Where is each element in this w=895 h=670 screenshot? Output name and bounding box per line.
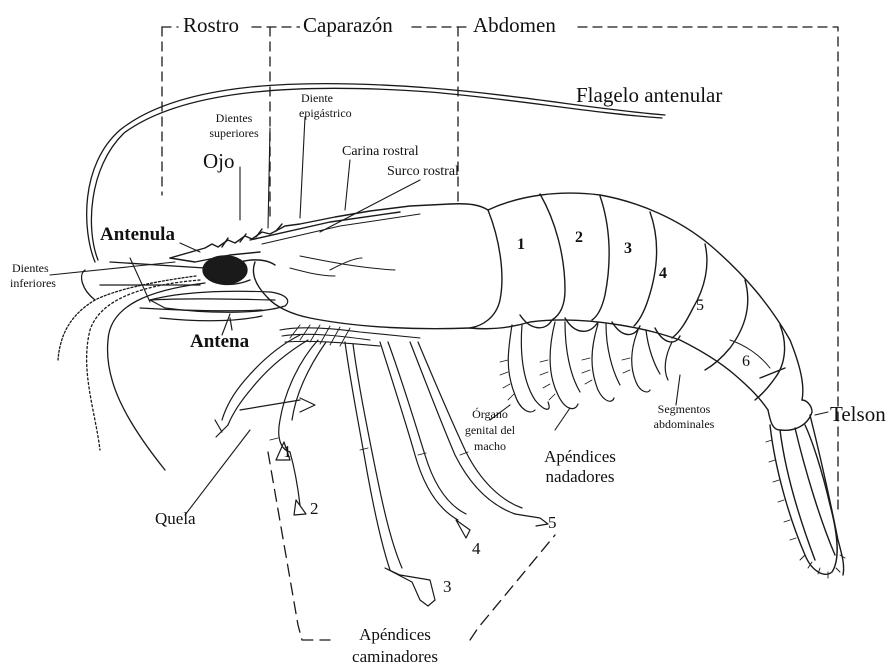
label-organo-line2: genital del (458, 424, 522, 438)
antennal-scale (140, 291, 288, 330)
segment-number-2: 2 (575, 230, 583, 247)
section-label-caparazon: Caparazón (300, 14, 396, 36)
label-segmentos-line1: Segmentos (646, 403, 722, 417)
label-telson: Telson (830, 403, 886, 425)
leg-number-2: 2 (310, 500, 319, 518)
segment-number-5: 5 (696, 298, 704, 315)
label-flagelo-antenular: Flagelo antenular (576, 84, 722, 106)
label-diente-epigastrico-line1: Diente (301, 92, 333, 106)
label-antenula: Antenula (100, 225, 175, 245)
label-ojo: Ojo (203, 150, 235, 172)
antennae (58, 84, 665, 470)
section-label-rostro: Rostro (180, 14, 242, 36)
label-quela: Quela (155, 510, 196, 528)
leg-number-3: 3 (443, 578, 452, 596)
leg-number-4: 4 (472, 540, 481, 558)
label-dientes-inferiores-line1: Dientes (12, 262, 49, 276)
label-apendices-nadadores-line2: nadadores (530, 468, 630, 486)
segment-number-1: 1 (517, 237, 525, 254)
label-antena: Antena (190, 332, 249, 352)
swimming-appendages (500, 322, 672, 412)
label-diente-epigastrico-line2: epigástrico (299, 107, 352, 121)
segment-number-4: 4 (659, 266, 667, 283)
label-apendices-nadadores-line1: Apéndices (530, 448, 630, 466)
label-apendices-caminadores-line1: Apéndices (340, 626, 450, 644)
section-label-abdomen: Abdomen (470, 14, 559, 36)
segment-number-3: 3 (624, 241, 632, 258)
label-carina-rostral: Carina rostral (342, 145, 419, 160)
label-dientes-superiores-line2: superiores (196, 127, 272, 141)
label-surco-rostral: Surco rostral (387, 165, 459, 180)
walking-legs-bracket (268, 452, 555, 640)
leg-number-1: 1 (283, 443, 292, 461)
walking-legs (215, 335, 548, 606)
leg-number-5: 5 (548, 514, 557, 532)
label-dientes-superiores-line1: Dientes (199, 112, 269, 126)
label-apendices-caminadores-line2: caminadores (335, 648, 455, 666)
eye (203, 256, 275, 284)
label-organo-line3: macho (460, 440, 520, 454)
segment-number-6: 6 (742, 354, 750, 371)
tail-fan (766, 400, 845, 578)
label-segmentos-line2: abdominales (642, 418, 726, 432)
abdomen (470, 193, 803, 410)
label-dientes-inferiores-line2: inferiores (10, 277, 56, 291)
label-organo-line1: Órgano (460, 408, 520, 422)
